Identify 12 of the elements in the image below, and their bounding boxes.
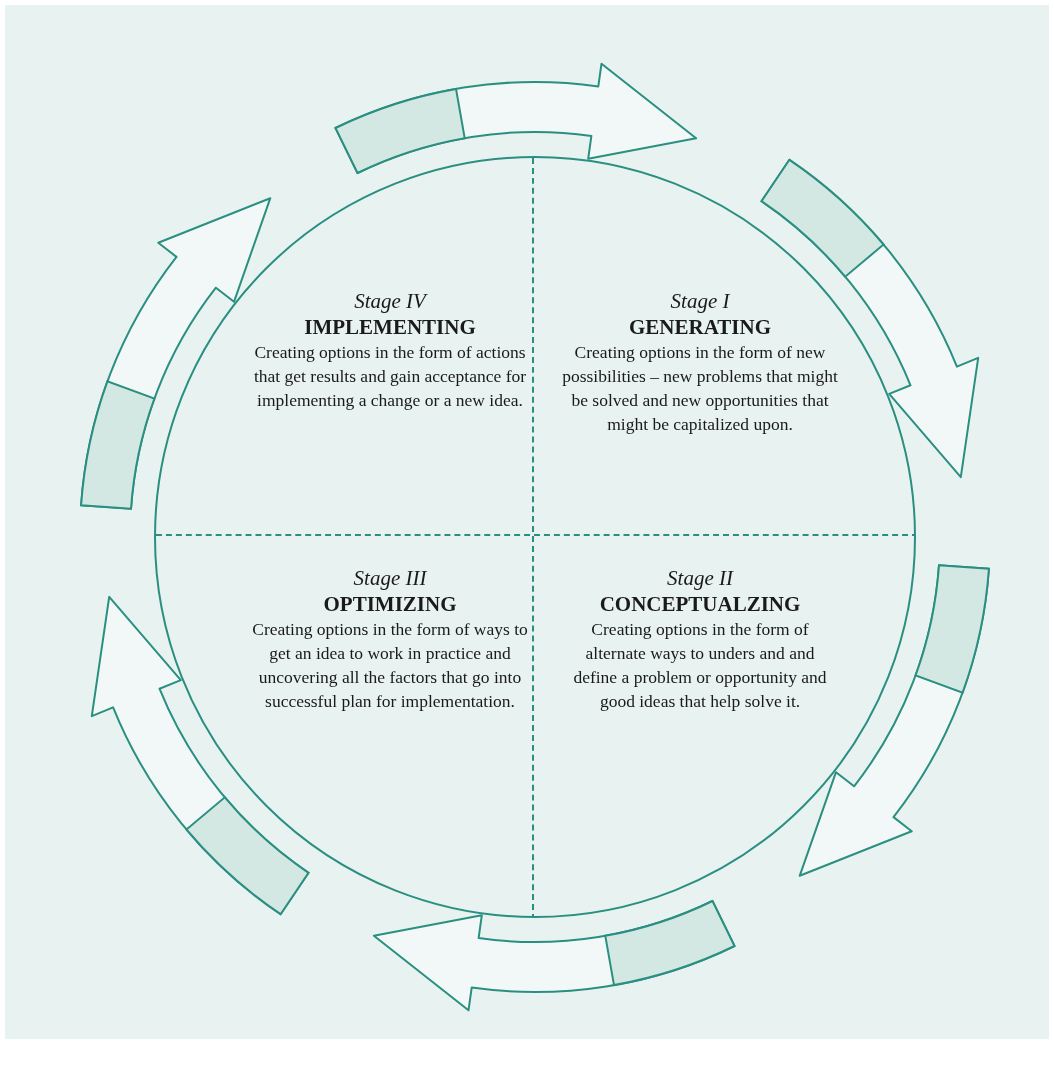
stage-number: Stage II xyxy=(667,565,733,591)
stage-description: Creating options in the form of ways to get an idea to work in practice and uncovering all the factors that go into successful plan for implementation. xyxy=(252,618,528,713)
stage-title: GENERATING xyxy=(629,314,771,340)
stage-title: IMPLEMENTING xyxy=(304,314,476,340)
stage-description: Creating options in the form of actions that get results and gain acceptance for implementing a change or a new idea. xyxy=(252,341,528,412)
stage-number: Stage IV xyxy=(354,288,426,314)
stage-description: Creating options in the form of alternate ways to unders and and define a problem or opportunity and good ideas that help solve it. xyxy=(572,618,828,713)
stage-title: OPTIMIZING xyxy=(323,591,457,617)
stage-number: Stage III xyxy=(353,565,427,591)
stage-description: Creating options in the form of new possibilities – new problems that might be solved and new opportunities that might be capitalized upon. xyxy=(562,341,838,436)
stage-title: CONCEPTUALZING xyxy=(599,591,801,617)
stage-number: Stage I xyxy=(670,288,730,314)
